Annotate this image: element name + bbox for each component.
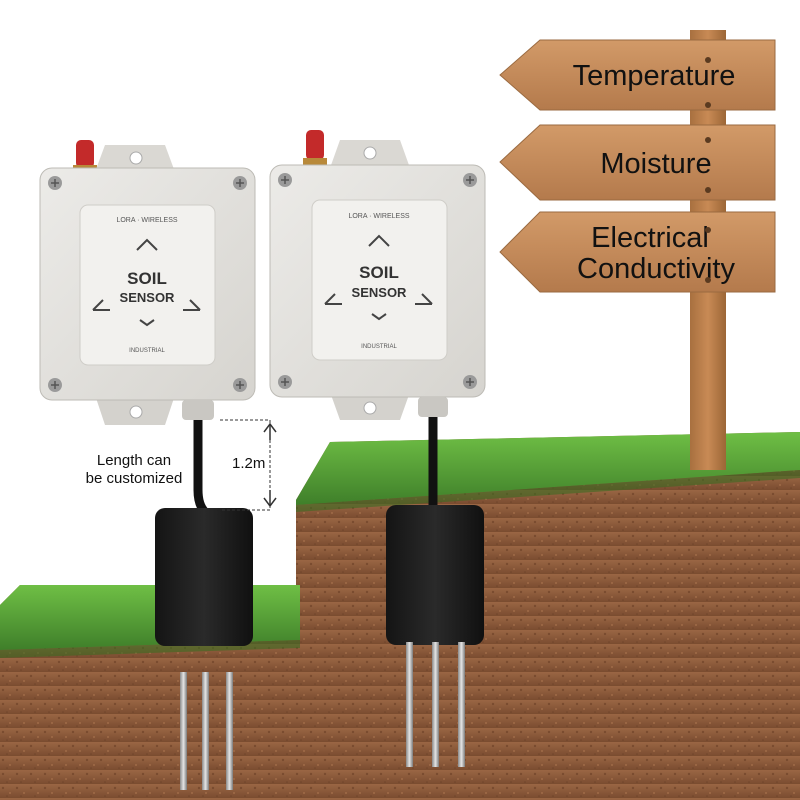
sign-moisture-text: Moisture [600, 148, 711, 180]
sensor-device-left: LORA · WIRELESS SOIL SENSOR INDUSTRIAL [39, 140, 256, 790]
signpost: Temperature Moisture Electrical Conducti… [499, 30, 776, 470]
sign-board-conductivity: Electrical Conductivity [499, 211, 776, 293]
dimension-label: 1.2m [232, 455, 266, 472]
device-header-text: LORA · WIRELESS [348, 213, 409, 220]
device-footer-text: INDUSTRIAL [129, 348, 165, 354]
sign-board-moisture: Moisture [499, 124, 776, 201]
probe-pin [202, 672, 209, 790]
ground-back-block [296, 432, 800, 800]
sign-board-temperature: Temperature [499, 39, 776, 111]
probe-body [386, 505, 484, 645]
probe-pin [432, 642, 439, 767]
probe-pin [406, 642, 413, 767]
length-note-line2: be customized [85, 470, 183, 487]
sign-conductivity-line2: Conductivity [577, 253, 735, 285]
probe-pin [458, 642, 465, 767]
probe-pin [180, 672, 187, 790]
device-title-line2: SENSOR [120, 290, 176, 305]
antenna-icon [76, 140, 94, 168]
ground-front-block [0, 585, 300, 800]
dimension-annotation [220, 419, 277, 511]
device-header-text: LORA · WIRELESS [116, 217, 177, 224]
device-title-line2: SENSOR [352, 285, 408, 300]
probe-body [155, 508, 253, 646]
length-note-line1: Length can [96, 452, 172, 469]
antenna-icon [306, 130, 324, 160]
sign-conductivity-line1: Electrical [591, 222, 709, 254]
device-footer-text: INDUSTRIAL [361, 344, 397, 350]
device-title-line1: SOIL [127, 269, 167, 288]
length-note: Length can be customized [58, 452, 210, 488]
probe-pin [226, 672, 233, 790]
sensor-device-right: LORA · WIRELESS SOIL SENSOR INDUSTRIAL [269, 130, 486, 767]
sign-temperature-text: Temperature [573, 60, 736, 92]
device-title-line1: SOIL [359, 263, 399, 282]
